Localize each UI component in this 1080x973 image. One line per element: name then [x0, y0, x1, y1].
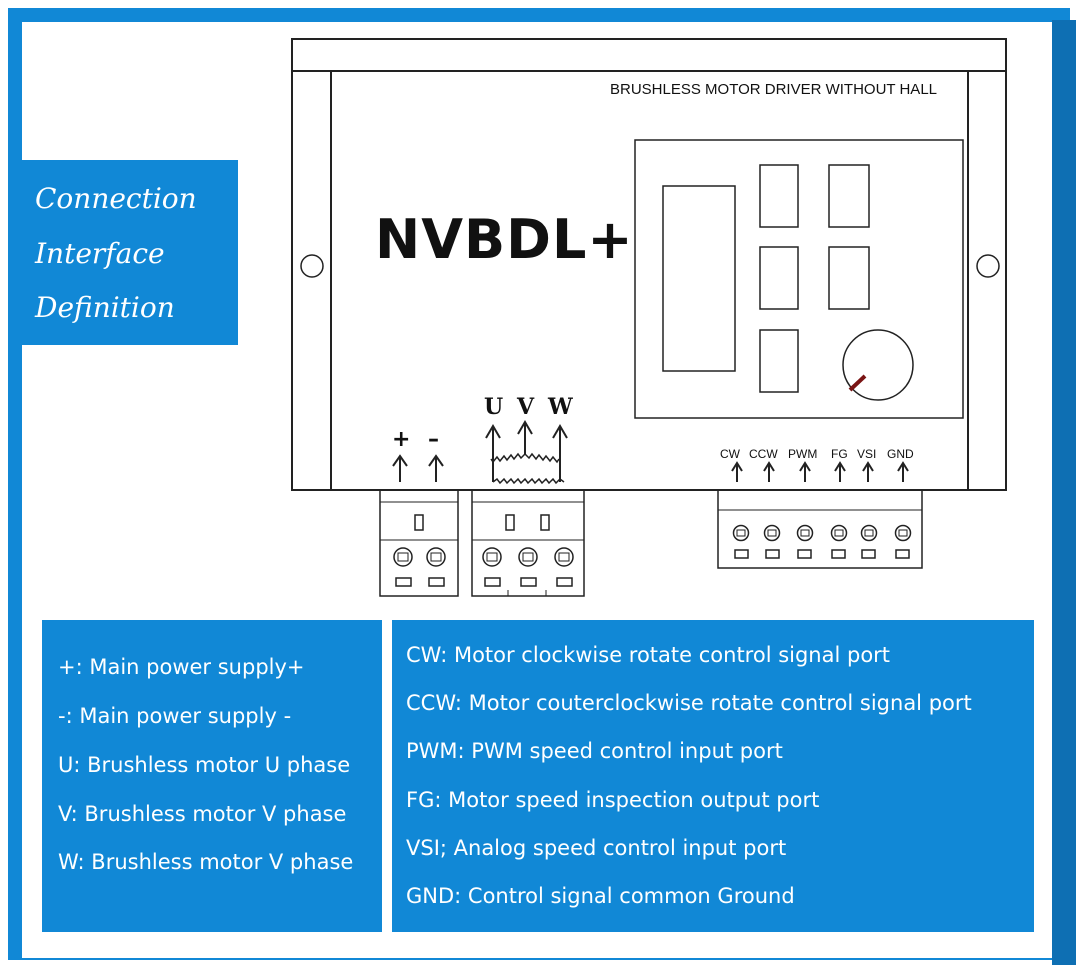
model-name: NVBDL+	[375, 208, 634, 271]
terminal-screw-slot	[397, 552, 409, 562]
legend-item: CCW: Motor couterclockwise rotate contro…	[406, 691, 972, 715]
terminal-wire-hole	[484, 577, 501, 587]
terminal-screw-slot	[898, 529, 908, 537]
legend-item: GND: Control signal common Ground	[406, 884, 795, 908]
label-gnd: GND	[887, 447, 914, 461]
label-minus: –	[428, 427, 439, 452]
terminal-screw-slot	[736, 529, 746, 537]
terminal-screw-slot	[558, 552, 570, 562]
terminal-latch	[540, 514, 550, 531]
terminal-screw	[554, 547, 574, 567]
power-legend-panel: +: Main power supply+ -: Main power supp…	[42, 620, 382, 932]
label-phase-w: W	[548, 394, 573, 420]
terminal-wire-hole	[395, 577, 412, 587]
arrow-head	[517, 420, 533, 435]
terminal-wire-hole	[765, 549, 780, 559]
terminal-screw-slot	[864, 529, 874, 537]
frame-shadow	[1052, 20, 1076, 965]
legend-item: +: Main power supply+	[58, 655, 305, 679]
knob-pointer	[848, 374, 867, 392]
arrow-head	[731, 461, 743, 472]
signal-legend-panel: CW: Motor clockwise rotate control signa…	[392, 620, 1034, 932]
terminal-wire-hole	[797, 549, 812, 559]
legend-item: -: Main power supply -	[58, 704, 292, 728]
terminal-wire-hole	[861, 549, 876, 559]
terminal-screw	[860, 524, 878, 542]
label-vsi: VSI	[857, 447, 877, 461]
terminal-wire-hole	[428, 577, 445, 587]
panel-button	[828, 246, 870, 310]
arrow-head	[799, 461, 811, 472]
motor-winding	[492, 477, 565, 485]
mount-hole-left	[300, 254, 324, 278]
terminal-screw-slot	[800, 529, 810, 537]
title-line: Connection	[35, 182, 197, 215]
arrow-head	[897, 461, 909, 472]
terminal-screw	[763, 524, 781, 542]
label-phase-u: U	[484, 394, 504, 420]
terminal-wire-hole	[895, 549, 910, 559]
label-phase-v: V	[517, 394, 535, 420]
label-fg: FG	[831, 447, 848, 461]
legend-item: V: Brushless motor V phase	[58, 802, 347, 826]
arrow-head	[862, 461, 874, 472]
legend-item: VSI; Analog speed control input port	[406, 836, 787, 860]
power-terminal-block	[379, 489, 459, 597]
motor-winding	[524, 452, 560, 464]
terminal-screw-slot	[486, 552, 498, 562]
terminal-latch	[414, 514, 424, 531]
terminal-screw	[830, 524, 848, 542]
terminal-screw-slot	[430, 552, 442, 562]
terminal-screw	[393, 547, 413, 567]
title-line: Definition	[35, 291, 175, 324]
panel-button	[759, 329, 799, 393]
arrow-head	[392, 454, 408, 467]
phase-terminal-block	[471, 489, 585, 597]
label-pwm: PWM	[788, 447, 818, 461]
terminal-screw	[732, 524, 750, 542]
driver-header: BRUSHLESS MOTOR DRIVER WITHOUT HALL	[610, 81, 937, 98]
terminal-screw-slot	[767, 529, 777, 537]
speed-knob	[842, 329, 914, 401]
terminal-screw	[518, 547, 538, 567]
terminal-latch	[505, 514, 515, 531]
arrow-head	[485, 424, 501, 439]
terminal-wire-hole	[734, 549, 749, 559]
terminal-screw	[894, 524, 912, 542]
arrow-head	[428, 454, 444, 467]
display-window	[662, 185, 736, 372]
title-box	[20, 160, 238, 345]
panel-button	[759, 246, 799, 310]
arrow-head	[834, 461, 846, 472]
legend-item: PWM: PWM speed control input port	[406, 739, 783, 763]
label-ccw: CCW	[749, 447, 778, 461]
legend-item: U: Brushless motor U phase	[58, 753, 351, 777]
terminal-screw	[426, 547, 446, 567]
control-panel	[634, 139, 964, 419]
panel-button	[759, 164, 799, 228]
terminal-screw	[796, 524, 814, 542]
driver-enclosure	[291, 38, 1007, 491]
legend-item: CW: Motor clockwise rotate control signa…	[406, 643, 891, 667]
terminal-wire-hole	[556, 577, 573, 587]
arrow-head	[763, 461, 775, 472]
terminal-screw-slot	[834, 529, 844, 537]
terminal-wire-hole	[831, 549, 846, 559]
label-cw: CW	[720, 447, 740, 461]
legend-item: W: Brushless motor V phase	[58, 850, 354, 874]
signal-terminal-block	[717, 489, 923, 569]
arrow-head	[552, 424, 568, 439]
motor-winding	[490, 452, 526, 464]
label-plus: +	[392, 427, 411, 452]
terminal-screw-slot	[522, 552, 534, 562]
mount-hole-right	[976, 254, 1000, 278]
panel-button	[828, 164, 870, 228]
title-line: Interface	[35, 237, 165, 270]
legend-item: FG: Motor speed inspection output port	[406, 788, 820, 812]
terminal-wire-hole	[520, 577, 537, 587]
terminal-screw	[482, 547, 502, 567]
